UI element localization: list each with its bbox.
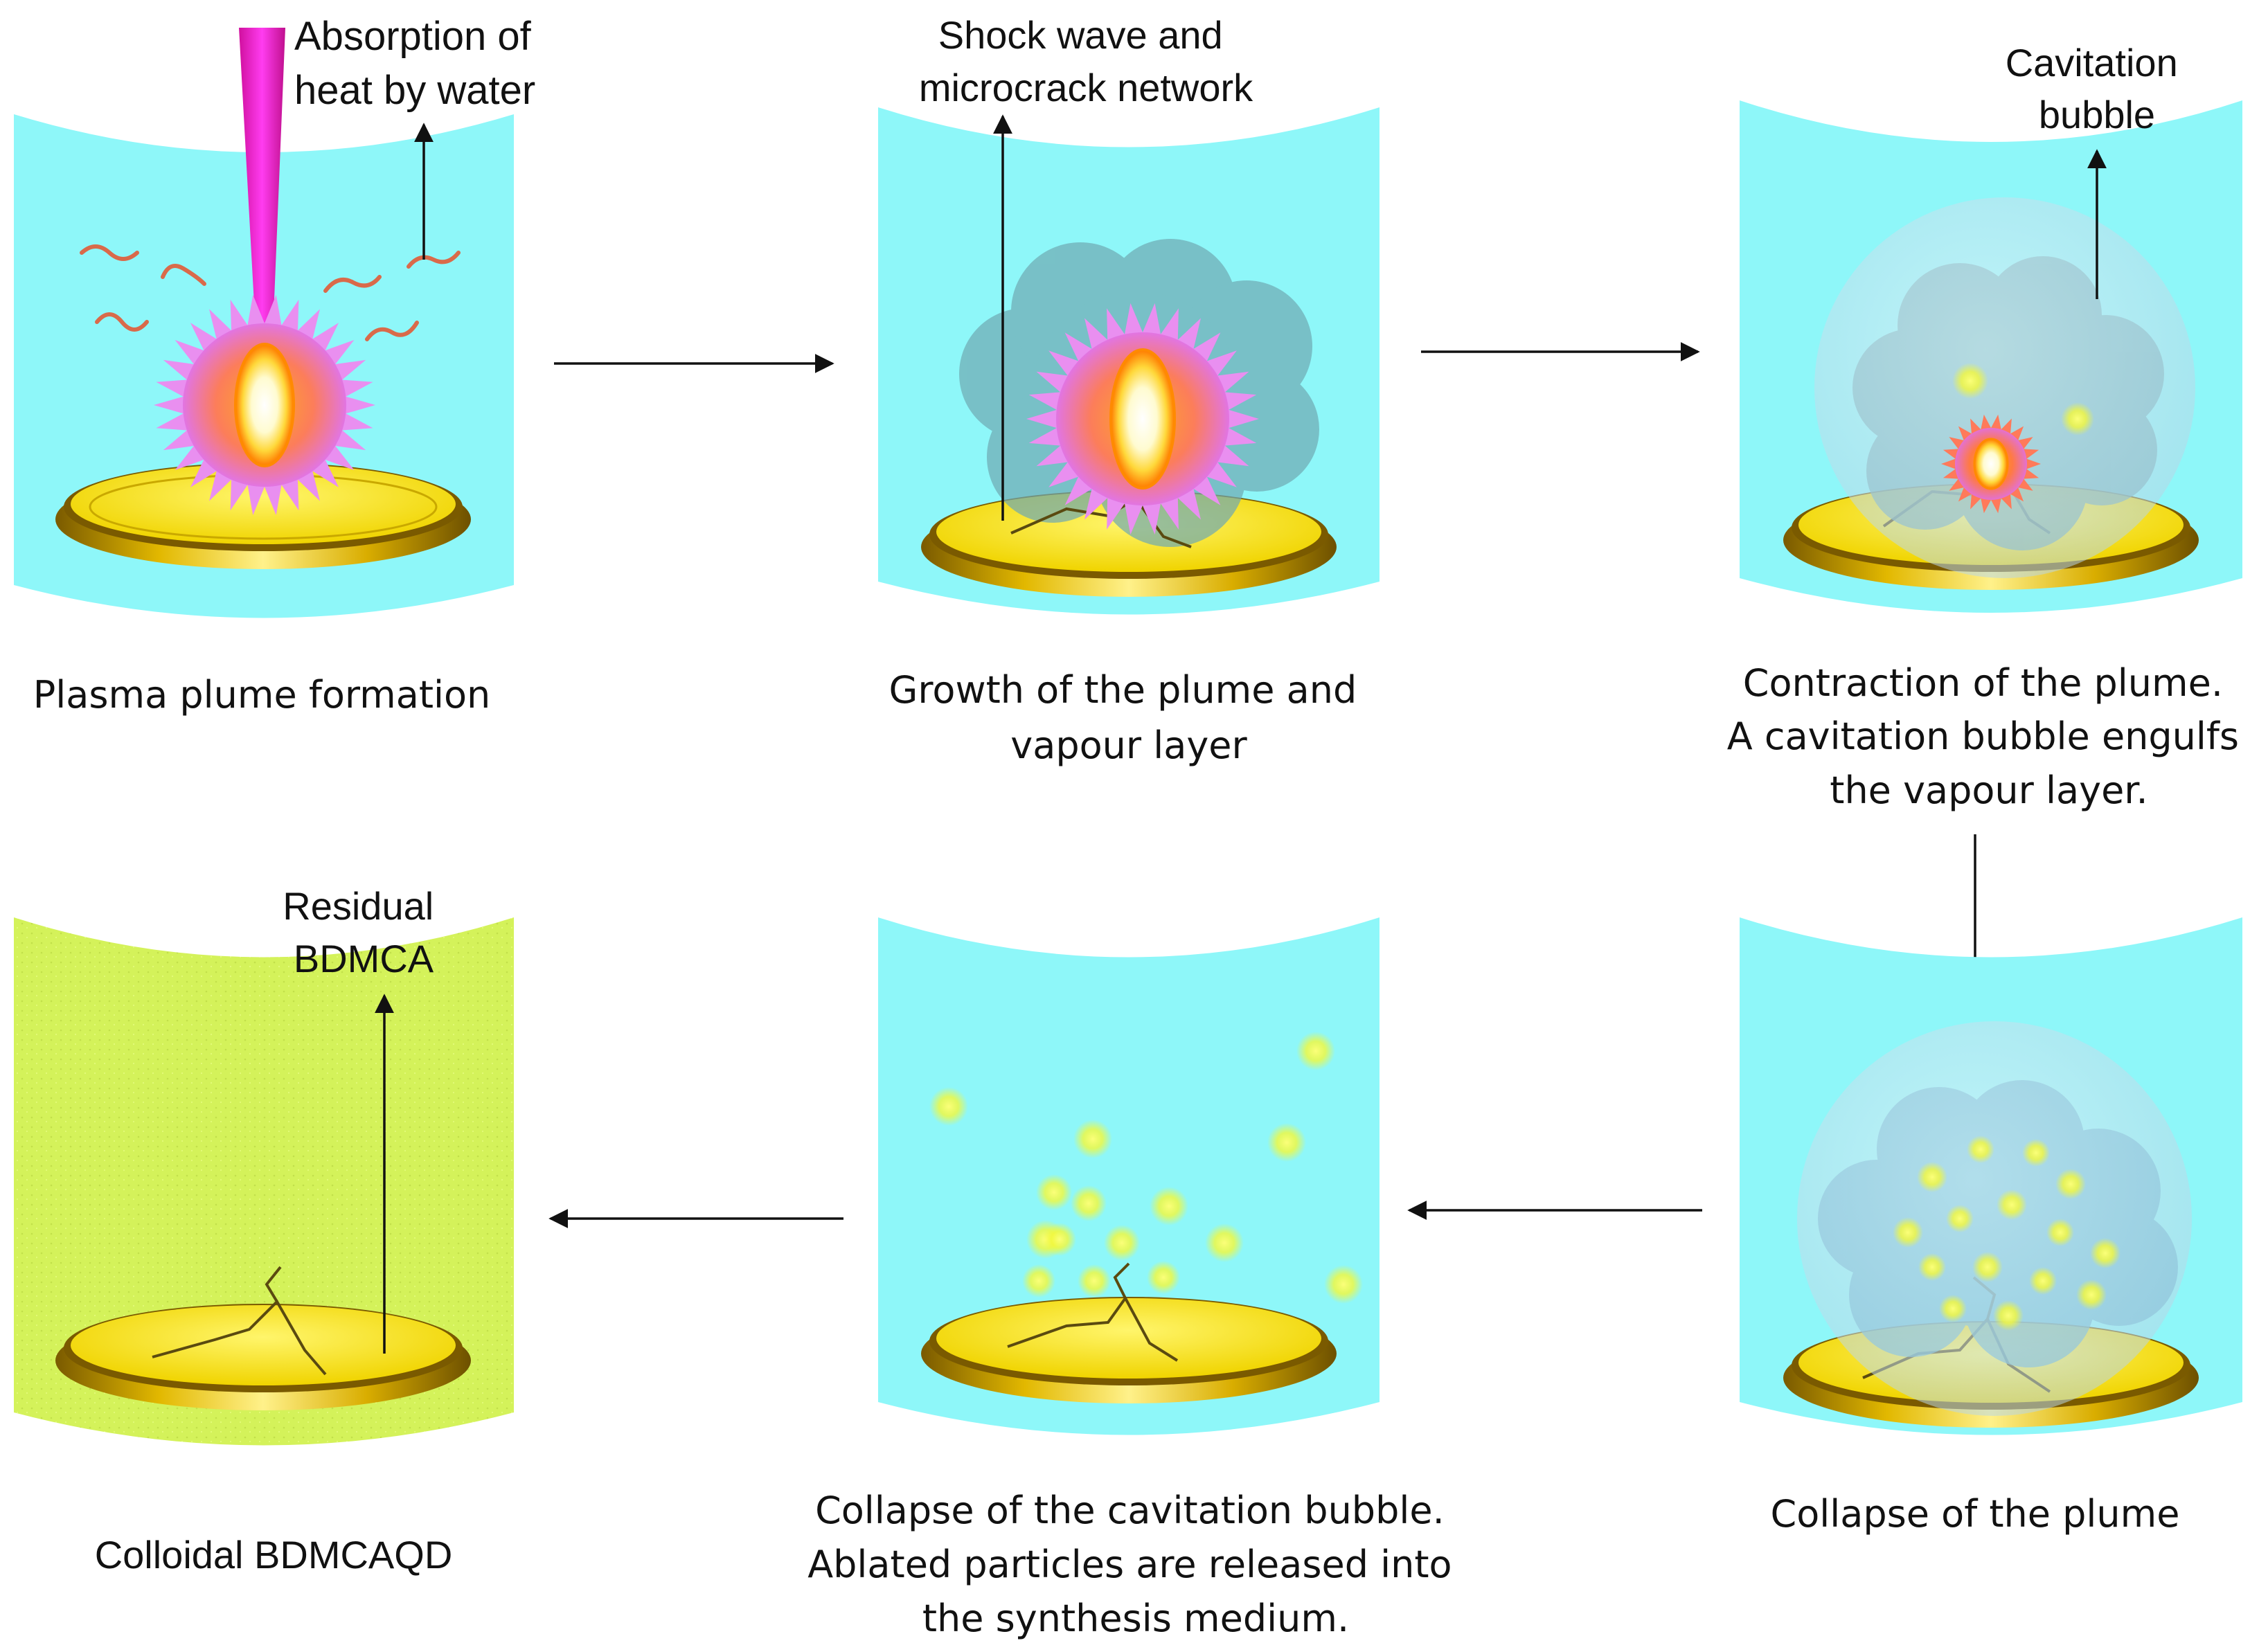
cavitation-bubble: [1797, 1021, 2192, 1416]
microcracks: [152, 1266, 327, 1376]
gold-target-disc: [55, 1304, 471, 1410]
panel-5-collapse-of-bubble: Collapse of the cavitation bubble. Ablat…: [807, 917, 1464, 1640]
panel-4-collapse-of-plume: Collapse of the plume: [1740, 917, 2242, 1536]
caption-panel-5: Collapse of the cavitation bubble. Ablat…: [807, 1489, 1464, 1640]
particles: [1893, 1135, 2120, 1331]
caption-panel-4: Collapse of the plume: [1771, 1492, 2180, 1536]
cavitation-bubble: [1814, 197, 2195, 578]
caption-panel-1: Plasma plume formation: [33, 673, 491, 717]
water-container: [878, 917, 1379, 1435]
colloid-container: [14, 917, 514, 1446]
caption-panel-2: Growth of the plume and vapour layer: [889, 668, 1369, 767]
panel-2-growth-of-plume: Shock wave and microcrack network Growth…: [878, 13, 1379, 767]
callout-label-residual: Residual BDMCA: [283, 884, 444, 980]
gold-target-disc: [921, 1297, 1337, 1403]
plasma-plume: [154, 294, 375, 516]
callout-label-bubble: Cavitation bubble: [2006, 41, 2189, 136]
plasma-plume: [1941, 414, 2041, 514]
laser-beam: [239, 28, 285, 367]
callout-label-heat: Absorption of heat by water: [294, 14, 542, 113]
heat-waves: [80, 244, 461, 341]
panel-3-contraction-of-plume: Cavitation bubble Contraction of the plu…: [1727, 41, 2251, 812]
released-particles: [929, 1032, 1363, 1304]
caption-panel-6: Colloidal BDMCAQD: [95, 1533, 453, 1577]
callout-label-shock: Shock wave and microcrack network: [919, 13, 1253, 109]
gold-target-disc: [55, 463, 471, 569]
particles: [1952, 363, 2094, 436]
plasma-plume: [1026, 303, 1259, 535]
caption-panel-3: Contraction of the plume. A cavitation b…: [1727, 661, 2251, 812]
panel-6-colloidal-bdmcaqd: Residual BDMCA Colloidal BDMCAQD: [14, 884, 514, 1577]
panel-1-plasma-plume-formation: Absorption of heat by water Plasma plume…: [14, 14, 542, 717]
microcracks: [1007, 1262, 1179, 1362]
